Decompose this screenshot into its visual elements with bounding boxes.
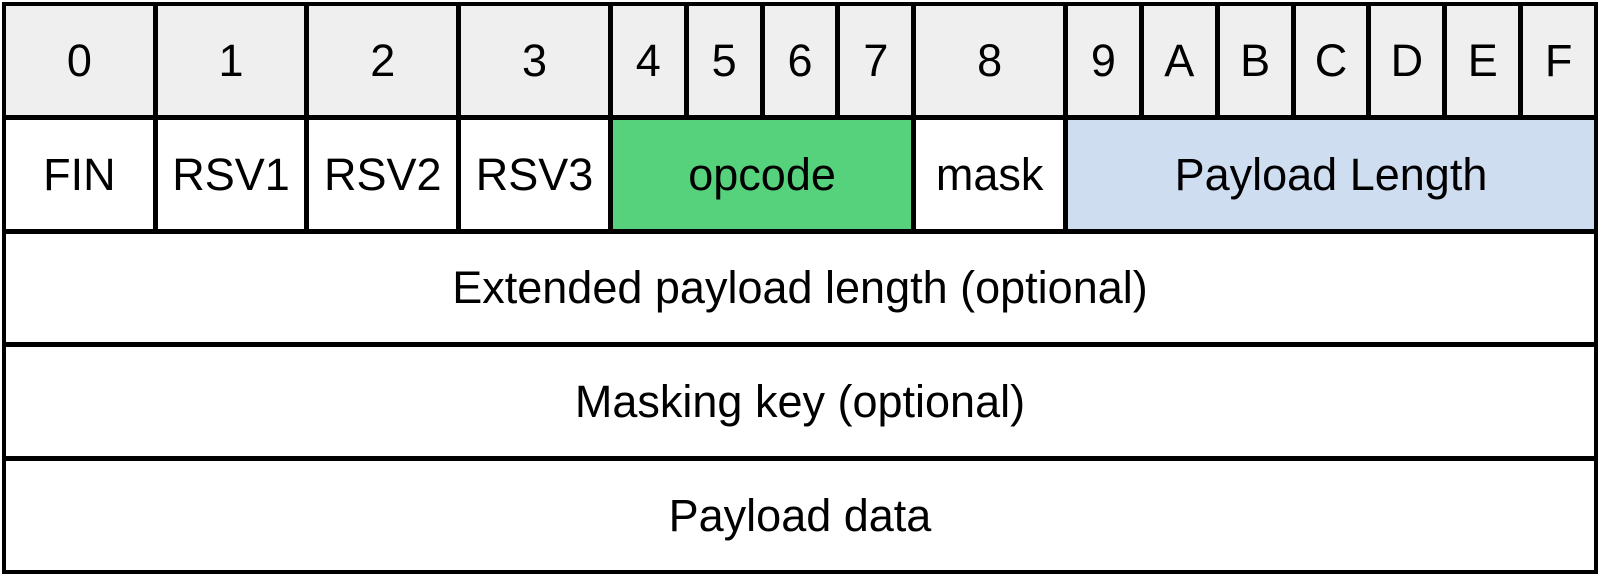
- field-fin: FIN: [6, 119, 153, 229]
- field-mask: mask: [916, 119, 1063, 229]
- bit-header-2: 2: [309, 6, 457, 115]
- bit-header-5: 5: [688, 6, 760, 115]
- bit-header-a: A: [1143, 6, 1215, 115]
- bit-header-c: C: [1295, 6, 1367, 115]
- bit-header-7: 7: [840, 6, 912, 115]
- bit-header-d: D: [1371, 6, 1443, 115]
- bit-header-1: 1: [157, 6, 305, 115]
- bit-header-4: 4: [612, 6, 684, 115]
- field-masking-key: Masking key (optional): [6, 347, 1594, 457]
- field-extended-payload-length: Extended payload length (optional): [6, 233, 1594, 343]
- bit-header-8: 8: [916, 6, 1063, 115]
- bit-header-6: 6: [764, 6, 836, 115]
- bit-header-b: B: [1219, 6, 1291, 115]
- field-rsv1: RSV1: [157, 119, 305, 229]
- field-payload-length: Payload Length: [1067, 119, 1594, 229]
- field-rsv3: RSV3: [461, 119, 608, 229]
- bit-header-f: F: [1523, 6, 1594, 115]
- field-opcode: opcode: [612, 119, 912, 229]
- field-rsv2: RSV2: [309, 119, 457, 229]
- bit-header-0: 0: [6, 6, 153, 115]
- bit-header-e: E: [1447, 6, 1519, 115]
- field-payload-data: Payload data: [6, 461, 1594, 570]
- bit-header-9: 9: [1067, 6, 1139, 115]
- bit-header-3: 3: [461, 6, 608, 115]
